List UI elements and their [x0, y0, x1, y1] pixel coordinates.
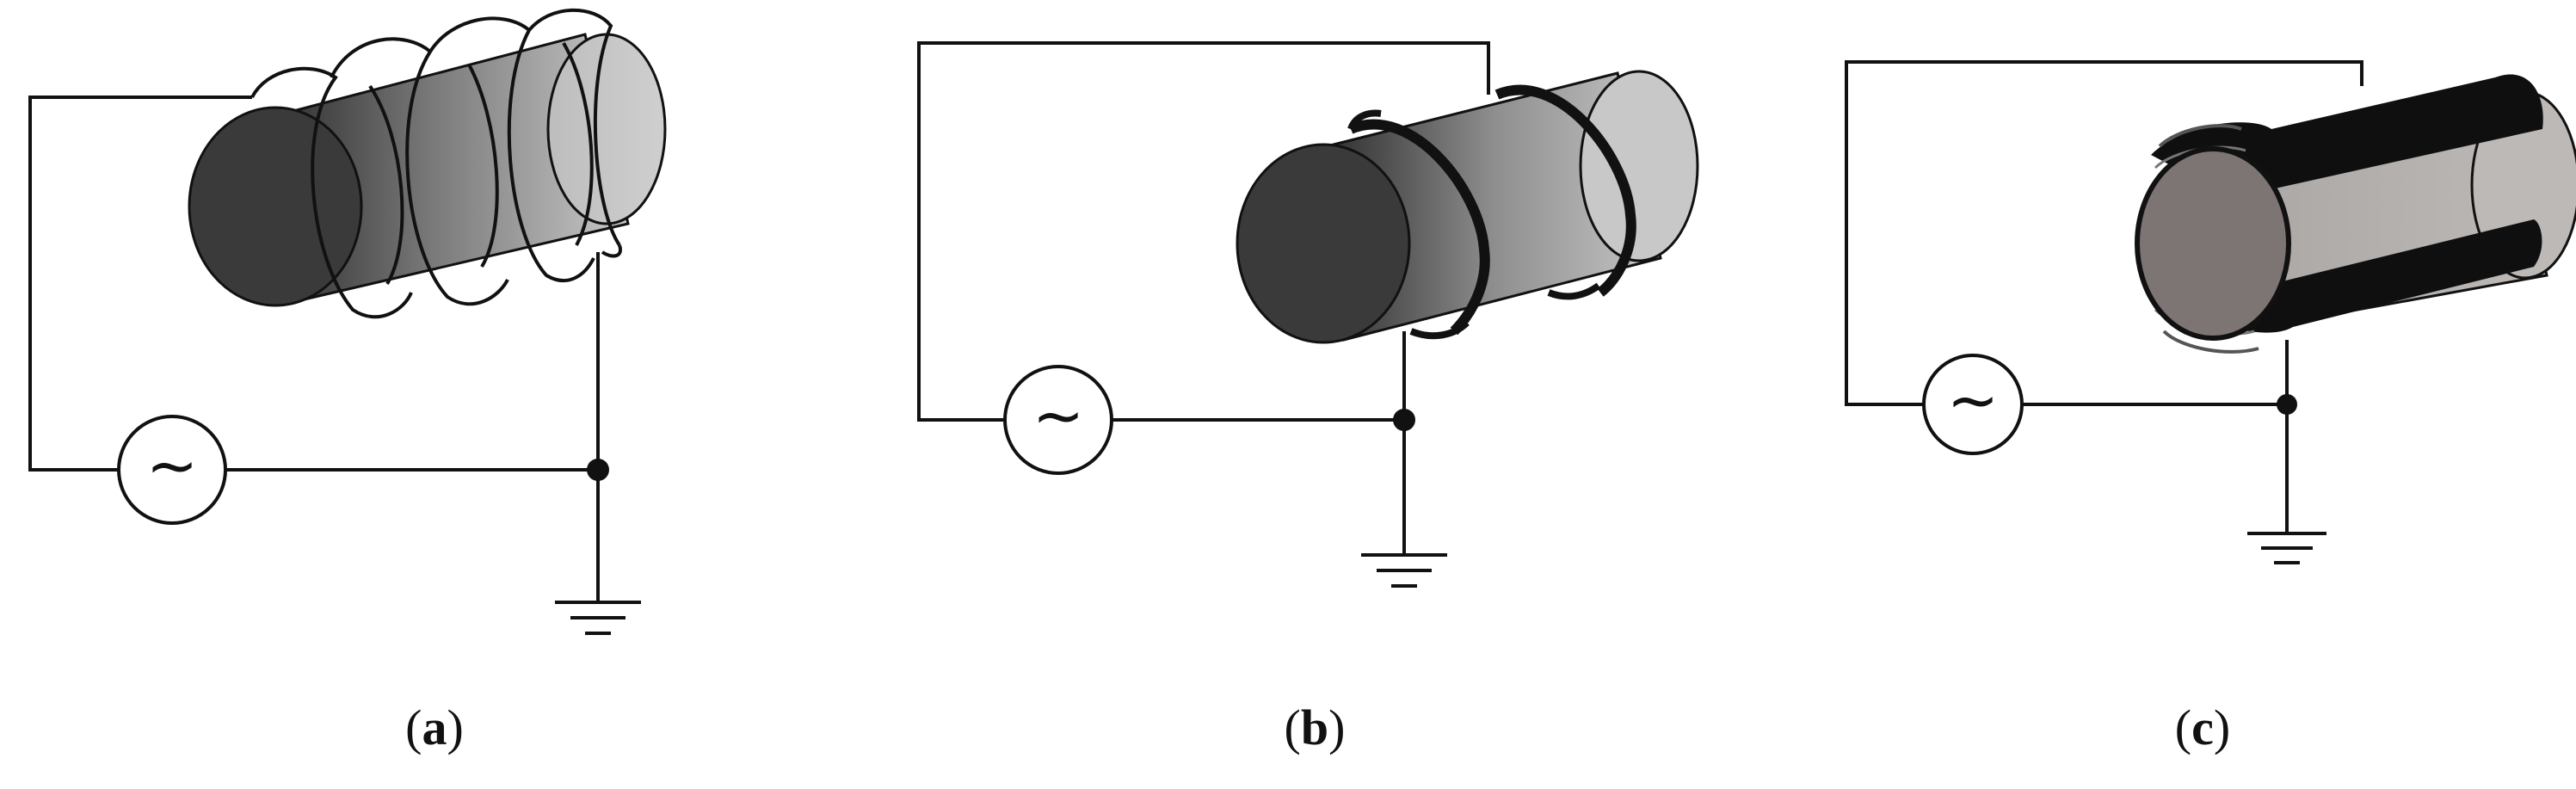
panel-c-ac-source: ~: [1922, 354, 2024, 455]
panel-b-ring-electrodes: [1347, 84, 1636, 340]
panel-b: ~ (b): [917, 41, 1699, 755]
junction-dot-icon: [587, 459, 609, 481]
panel-a-cylinder: [188, 33, 667, 307]
panel-c: ~ (c): [1845, 60, 2576, 755]
panel-c-cylinder-face: [2135, 146, 2291, 341]
ac-source-icon: [1922, 354, 2024, 455]
panel-c-ground-icon: [2247, 532, 2326, 564]
panel-c-label: (c): [2175, 700, 2230, 755]
ac-symbol: ~: [1947, 364, 1999, 436]
ac-source-icon: [117, 415, 227, 525]
panel-b-ac-source: ~: [1003, 365, 1113, 475]
panel-a-ground-icon: [555, 601, 641, 635]
ac-symbol: ~: [1032, 379, 1084, 452]
panel-b-label: (b): [1285, 700, 1346, 755]
ac-source-icon: [1003, 365, 1113, 475]
ac-symbol: ~: [146, 429, 198, 502]
junction-dot-icon: [2277, 394, 2297, 415]
panel-a-label: (a): [405, 700, 464, 755]
panel-b-ground-icon: [1361, 553, 1447, 588]
junction-dot-icon: [1393, 409, 1415, 431]
panel-a: ~ (a): [28, 8, 667, 755]
panel-a-coil: [250, 8, 622, 319]
panel-a-ac-source: ~: [117, 415, 227, 525]
